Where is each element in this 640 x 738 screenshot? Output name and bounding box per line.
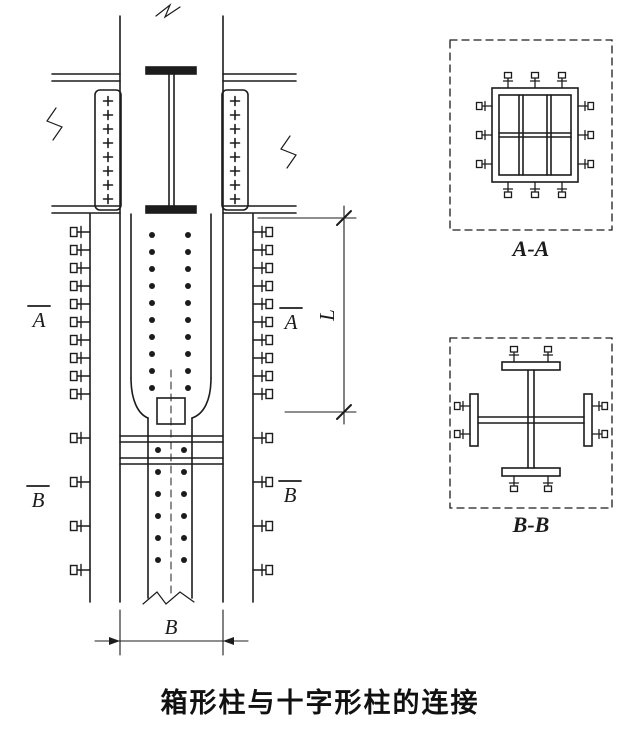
splice-plates — [119, 435, 224, 465]
section-marker-b-right: B — [284, 483, 297, 507]
section-bb-view — [449, 337, 613, 509]
box-column-walls — [89, 213, 254, 603]
aa-dashed-border — [449, 39, 613, 231]
bb-dashed-border — [449, 337, 613, 509]
dimension-l-label: L — [315, 309, 339, 322]
section-marker-a-left: A — [31, 308, 46, 332]
right-beam — [222, 73, 297, 214]
right-beam-break-mark — [280, 135, 297, 169]
view-label-bb: B-B — [512, 512, 550, 537]
main-elevation-view — [46, 3, 297, 605]
view-label-aa: A-A — [511, 236, 550, 261]
left-beam — [46, 73, 121, 214]
aa-bolts — [475, 71, 595, 199]
aa-box-section — [491, 87, 579, 183]
right-wall-bolts — [252, 225, 274, 577]
section-aa-view — [449, 39, 613, 231]
right-connection-plate — [221, 89, 249, 211]
section-marker-a-right: A — [283, 310, 298, 334]
left-wall-bolts — [69, 225, 91, 577]
center-web-stub — [145, 66, 197, 214]
section-marker-b-left: B — [32, 488, 45, 512]
bb-cruciform-section — [469, 361, 593, 477]
top-break-mark — [155, 3, 181, 19]
left-connection-plate — [94, 89, 122, 211]
section-marker-lines — [26, 305, 303, 487]
left-beam-break-mark — [46, 107, 63, 141]
bolt-dots-upper — [149, 232, 191, 391]
dimension-l — [257, 205, 357, 425]
bottom-break-mark — [142, 591, 195, 605]
cross-column-transition — [130, 213, 212, 599]
bolt-dots-lower — [155, 447, 187, 563]
dimension-b-label: B — [165, 615, 178, 639]
dimension-b — [94, 609, 249, 656]
drawing-caption: 箱形柱与十字形柱的连接 — [161, 687, 480, 718]
column-flange-lines — [119, 15, 224, 603]
